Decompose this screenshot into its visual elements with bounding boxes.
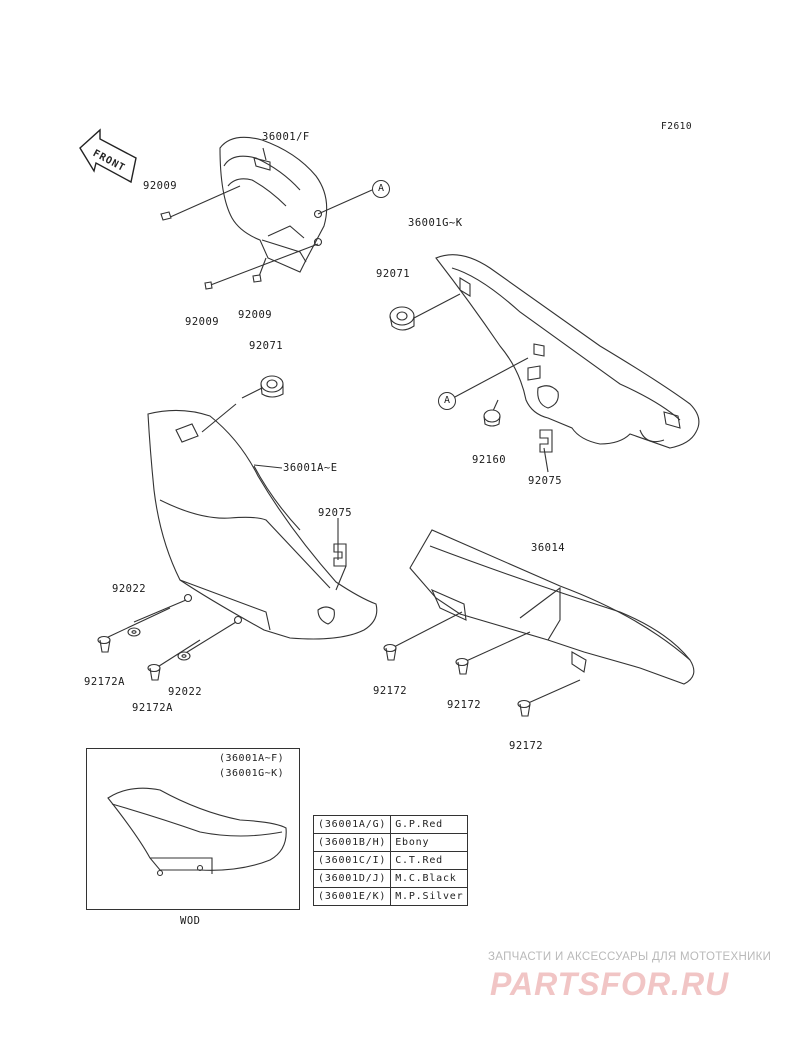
color-name-cell: M.P.Silver xyxy=(390,887,469,906)
washer-92022-a xyxy=(127,627,141,637)
part-label-36001G-K: 36001G~K xyxy=(408,217,463,229)
grommet-92071-left xyxy=(260,375,284,398)
upper-fasteners xyxy=(160,211,262,290)
inset-cover-drawing xyxy=(107,787,287,877)
inset-note-line1: (36001A~F) xyxy=(219,753,285,764)
screw-92172-a xyxy=(383,643,397,661)
table-row: (36001C/I) C.T.Red xyxy=(312,851,469,870)
part-label-92172-a: 92172 xyxy=(373,685,408,697)
screw-92172-c xyxy=(517,699,531,717)
reference-marker-a-upper: A xyxy=(372,180,390,198)
part-label-92075-a: 92075 xyxy=(528,475,563,487)
grommet-92160 xyxy=(483,409,501,427)
inset-box xyxy=(86,748,300,910)
leader-lines-chain-guard xyxy=(391,611,581,705)
part-label-36014: 36014 xyxy=(531,542,566,554)
reference-marker-a-upper-label: A xyxy=(377,183,385,194)
part-label-92009-b: 92009 xyxy=(185,316,220,328)
leader-lines-upper xyxy=(167,147,549,560)
part-label-92172A-b: 92172A xyxy=(132,702,173,714)
screw-92172A-b xyxy=(147,663,161,681)
leader-lines-left xyxy=(105,565,347,669)
clip-92075-right xyxy=(539,429,553,453)
grommet-92071-right xyxy=(389,306,415,331)
part-label-92172-b: 92172 xyxy=(447,699,482,711)
washer-92022-b xyxy=(177,651,191,661)
part-label-36001A-E: 36001A~E xyxy=(283,462,338,474)
color-name-cell: M.C.Black xyxy=(390,869,469,888)
color-code-cell: (36001C/I) xyxy=(312,851,392,870)
part-label-92160: 92160 xyxy=(472,454,507,466)
color-code-cell: (36001E/K) xyxy=(312,887,392,906)
color-name-cell: C.T.Red xyxy=(390,851,469,870)
part-label-92009-a: 92009 xyxy=(143,180,178,192)
part-label-92009-c: 92009 xyxy=(238,309,273,321)
right-side-cover-drawing xyxy=(435,254,700,449)
part-label-92172A-a: 92172A xyxy=(84,676,125,688)
chain-guard-drawing xyxy=(409,529,695,685)
front-arrow-icon xyxy=(79,128,137,184)
color-code-cell: (36001B/H) xyxy=(312,833,392,852)
color-name-cell: G.P.Red xyxy=(390,815,469,834)
part-label-92071-b: 92071 xyxy=(249,340,284,352)
table-row: (36001D/J) M.C.Black xyxy=(312,869,469,888)
watermark-brand: PARTSFOR.RU xyxy=(490,966,730,1002)
part-label-92172-c: 92172 xyxy=(509,740,544,752)
color-code-cell: (36001D/J) xyxy=(312,869,392,888)
diagram-code: F2610 xyxy=(661,121,693,132)
part-label-92022-b: 92022 xyxy=(168,686,203,698)
part-label-92075-b: 92075 xyxy=(318,507,353,519)
clip-92075-left xyxy=(333,543,347,567)
screw-92172-b xyxy=(455,657,469,675)
reference-marker-a-lower-label: A xyxy=(443,395,451,406)
inset-caption: WOD xyxy=(180,915,201,927)
inset-note-line2: (36001G~K) xyxy=(219,768,285,779)
watermark-tagline: ЗАПЧАСТИ И АКСЕССУАРЫ ДЛЯ МОТОТЕХНИКИ xyxy=(488,951,772,963)
table-row: (36001B/H) Ebony xyxy=(312,833,469,852)
screw-92172A-a xyxy=(97,635,111,653)
color-code-table: (36001A/G) G.P.Red (36001B/H) Ebony (360… xyxy=(312,815,469,906)
color-name-cell: Ebony xyxy=(390,833,469,852)
part-label-36001F: 36001/F xyxy=(262,131,310,143)
color-code-cell: (36001A/G) xyxy=(312,815,392,834)
upper-left-cover-drawing xyxy=(219,136,328,273)
table-row: (36001A/G) G.P.Red xyxy=(312,815,469,834)
left-side-cover-drawing xyxy=(147,409,378,640)
part-label-92022-a: 92022 xyxy=(112,583,147,595)
reference-marker-a-lower: A xyxy=(438,392,456,410)
part-label-92071-a: 92071 xyxy=(376,268,411,280)
table-row: (36001E/K) M.P.Silver xyxy=(312,887,469,906)
